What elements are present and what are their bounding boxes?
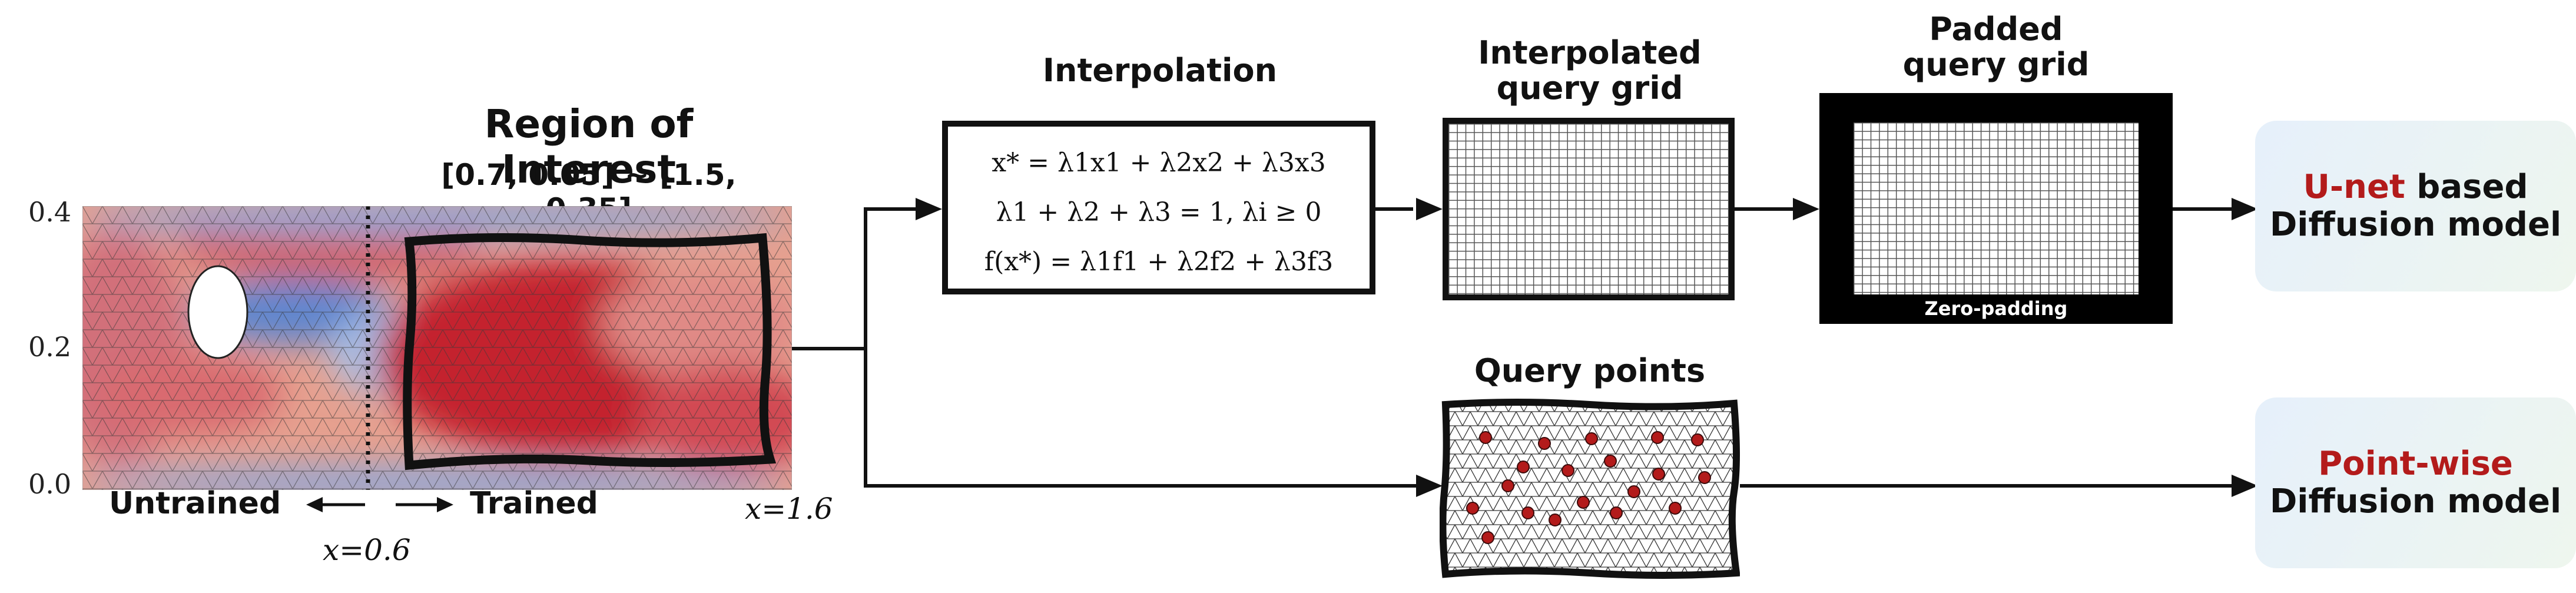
equation-field: f(x*) = λ1f1 + λ2f2 + λ3f3 xyxy=(984,247,1334,277)
equation-barycentric: x* = λ1x1 + λ2x2 + λ3x3 xyxy=(992,148,1326,178)
padded-query-grid: Zero-padding xyxy=(1819,93,2173,324)
interpolated-grid-title-line2: query grid xyxy=(1496,69,1683,107)
y-tick-0-4: 0.4 xyxy=(28,196,72,228)
untrained-label: Untrained xyxy=(109,486,281,521)
zero-padding-label: Zero-padding xyxy=(1924,297,2068,320)
interpolated-query-grid xyxy=(1443,118,1735,300)
interpolation-equations: x* = λ1x1 + λ2x2 + λ3x3 λ1 + λ2 + λ3 = 1… xyxy=(942,121,1375,294)
padded-grid-title-line2: query grid xyxy=(1902,46,2090,83)
interpolated-grid-title-line1: Interpolated xyxy=(1478,34,1702,71)
roi-title: Region of Interest xyxy=(400,101,777,192)
roi-title-text: Region of Interest xyxy=(484,101,694,192)
unet-accent: U-net xyxy=(2303,168,2405,206)
trained-label: Trained xyxy=(470,486,598,521)
pointwise-accent: Point-wise xyxy=(2318,445,2513,483)
equation-constraint: λ1 + λ2 + λ3 = 1, λi ≥ 0 xyxy=(996,197,1322,227)
unet-diffusion-model: U-net based Diffusion model xyxy=(2255,121,2576,291)
padded-grid-title-line1: Padded xyxy=(1929,11,2063,48)
padded-inner-grid xyxy=(1854,122,2139,294)
unet-line2: Diffusion model xyxy=(2269,206,2562,244)
padded-grid-title: Padded query grid xyxy=(1819,12,2173,82)
flow-field-mesh xyxy=(82,206,792,490)
y-tick-0-0: 0.0 xyxy=(28,468,72,500)
query-points-title: Query points xyxy=(1474,352,1706,389)
split-arrows xyxy=(306,497,453,512)
pointwise-diffusion-model: Point-wise Diffusion model xyxy=(2255,397,2576,568)
pointwise-line2: Diffusion model xyxy=(2269,482,2562,521)
split-x-label: x=0.6 xyxy=(323,533,411,567)
interpolated-grid-title: Interpolated query grid xyxy=(1437,35,1743,106)
end-x-label: x=1.6 xyxy=(745,492,833,526)
query-point-markers xyxy=(1466,431,1711,544)
unet-rest: based xyxy=(2405,168,2528,206)
interpolation-title: Interpolation xyxy=(1042,52,1278,89)
y-tick-0-2: 0.2 xyxy=(28,331,72,363)
unet-line1: U-net based xyxy=(2303,168,2528,206)
query-points-mesh xyxy=(1440,399,1740,579)
